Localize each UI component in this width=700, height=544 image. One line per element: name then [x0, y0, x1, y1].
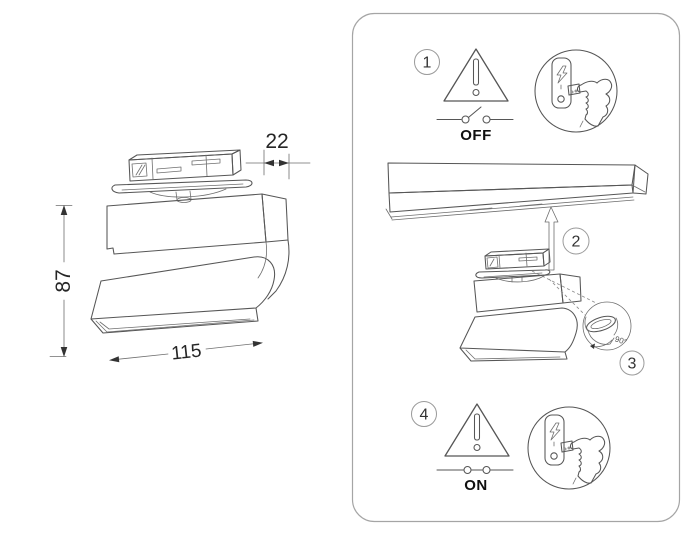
track-adapter	[111, 149, 253, 203]
panel-border	[351, 12, 681, 523]
switch-off-icon	[436, 106, 514, 124]
switch-on-label: ON	[464, 477, 488, 494]
step-1-number: 1	[423, 55, 432, 72]
fixture-body	[90, 193, 290, 334]
step-2-number: 2	[572, 234, 581, 251]
hand-press-switch-icon	[534, 49, 618, 133]
rotation-angle-label: 90°	[614, 334, 628, 346]
step-3-badge	[619, 350, 645, 376]
dimension-height-value: 87	[52, 269, 75, 292]
instruction-panel: 1 OFF	[351, 12, 681, 523]
rotation-90-detail: 90°	[582, 301, 632, 351]
dimension-height: 87	[49, 205, 75, 357]
detail-leader-lines	[531, 270, 597, 316]
warning-triangle-icon	[444, 403, 510, 457]
step-4-number: 4	[420, 407, 429, 424]
step-1-badge	[414, 49, 440, 75]
dimension-length: 115	[109, 341, 263, 365]
step-4-badge	[411, 401, 437, 427]
step-4: 4 ON	[411, 401, 611, 494]
step-3-number: 3	[628, 356, 637, 373]
fixture-on-adapter	[459, 248, 582, 362]
step-2-badge	[562, 227, 590, 255]
step-1: 1 OFF	[414, 48, 618, 144]
warning-triangle-icon	[443, 48, 509, 102]
hand-press-switch-icon	[527, 406, 611, 490]
dimension-width-value: 22	[265, 130, 288, 153]
arrow-up-icon	[544, 206, 559, 271]
step-3: 90° 3	[459, 248, 645, 376]
switch-on-icon	[436, 465, 514, 475]
dimension-length-value: 115	[170, 341, 202, 365]
track-rail	[385, 162, 649, 221]
switch-off-label: OFF	[460, 127, 492, 144]
dimension-width: 22	[245, 130, 311, 180]
product-dimension-drawing: 87 115 22	[49, 130, 311, 365]
step-2: 2	[385, 162, 649, 271]
